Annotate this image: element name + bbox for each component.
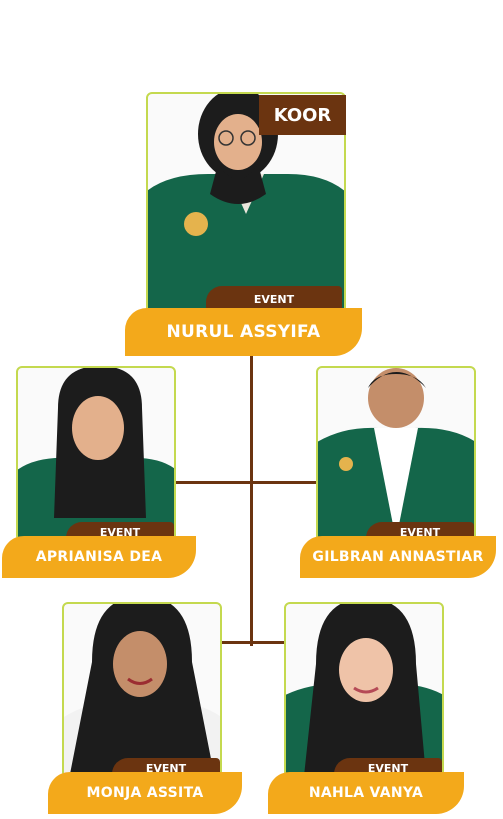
member-photo bbox=[318, 368, 474, 540]
connector-vertical bbox=[250, 356, 253, 646]
coordinator-badge: KOOR bbox=[259, 95, 346, 135]
member-photo-frame bbox=[16, 366, 176, 542]
member-name: GILBRAN ANNASTIAR bbox=[300, 536, 496, 578]
member-name: APRIANISA DEA bbox=[2, 536, 196, 578]
member-photo-frame bbox=[284, 602, 444, 778]
coordinator-photo bbox=[148, 94, 344, 316]
member-photo bbox=[64, 604, 220, 776]
member-photo-frame bbox=[62, 602, 222, 778]
member-name: NAHLA VANYA bbox=[268, 772, 464, 814]
member-photo bbox=[18, 368, 174, 540]
coordinator-role-tab: EVENT bbox=[206, 286, 342, 312]
member-name: MONJA ASSITA bbox=[48, 772, 242, 814]
connector-lower-horizontal bbox=[220, 641, 286, 644]
member-photo-frame bbox=[316, 366, 476, 542]
connector-upper-horizontal bbox=[172, 481, 318, 484]
member-photo bbox=[286, 604, 442, 776]
coordinator-name: NURUL ASSYIFA bbox=[125, 308, 362, 356]
